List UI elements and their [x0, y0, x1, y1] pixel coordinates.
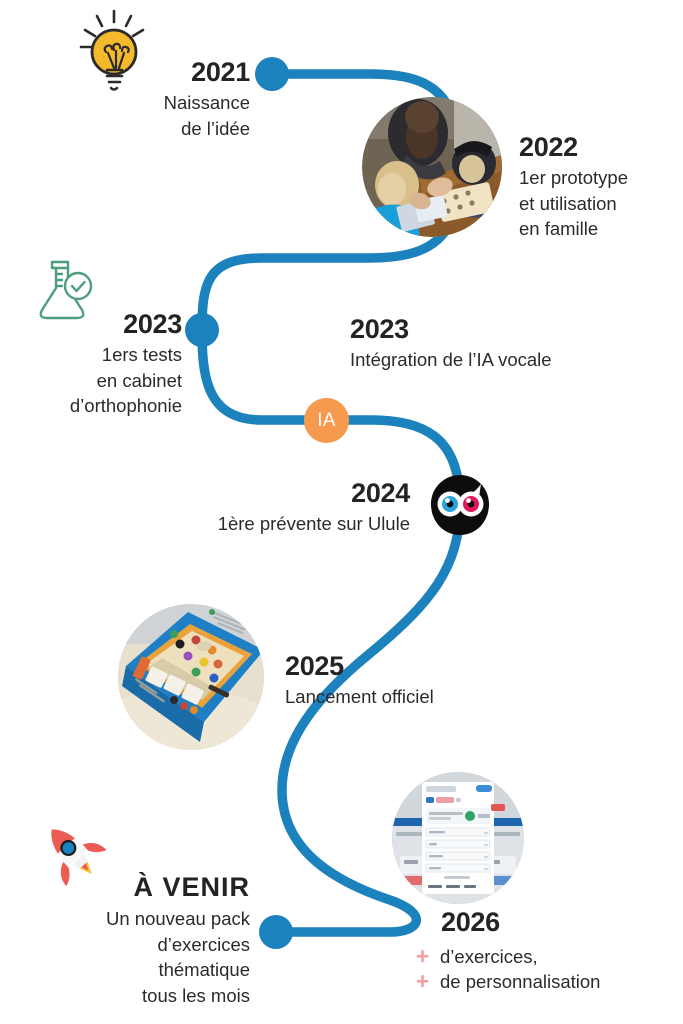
milestone-year: À VENIR: [133, 872, 250, 902]
ia-badge: IA: [304, 398, 349, 443]
milestone-year: 2021: [191, 57, 250, 87]
milestone-2021: 2021 Naissance de l’idée: [20, 57, 251, 141]
milestone-2026-bullets: + d’exercices, + de personnalisation: [414, 945, 601, 995]
milestone-2026: 2026: [441, 907, 681, 937]
photo-app-screenshot: [392, 772, 524, 904]
timeline-dot-2023: [185, 313, 219, 347]
milestone-year: 2023: [350, 314, 409, 344]
list-item: + d’exercices,: [414, 945, 600, 968]
milestone-description: 1ers tests en cabinet d’orthophonie: [69, 344, 182, 417]
milestone-a-venir: À VENIR Un nouveau pack d’exercices thém…: [0, 873, 250, 1008]
plus-icon: +: [415, 968, 430, 994]
bullet-text: de personnalisation: [440, 970, 601, 992]
timeline-dot-a-venir: [259, 915, 293, 949]
milestone-2023-tests: 2023 1ers tests en cabinet d’orthophonie: [0, 310, 182, 419]
milestone-description: Naissance de l’idée: [163, 92, 250, 139]
timeline-dot-2021: [255, 57, 289, 91]
ia-badge-label: IA: [317, 409, 336, 431]
plus-icon: +: [415, 943, 430, 969]
milestone-description: Lancement officiel: [285, 686, 434, 708]
milestone-2023-ia: 2023 Intégration de l’IA vocale: [350, 315, 670, 373]
milestone-year: 2022: [519, 132, 578, 162]
milestone-description: 1er prototype et utilisation en famille: [519, 167, 629, 240]
milestone-year: 2023: [123, 309, 182, 339]
milestone-2025: 2025 Lancement officiel: [285, 652, 565, 710]
photo-game-box: [118, 604, 264, 750]
milestone-year: 2026: [441, 907, 500, 937]
bullet-text: d’exercices,: [440, 945, 538, 967]
rocket-icon: [36, 816, 107, 887]
milestone-2024: 2024 1ère prévente sur Ulule: [110, 478, 411, 537]
milestone-year: 2024: [351, 478, 410, 508]
milestone-description: Un nouveau pack d’exercices thématique t…: [106, 908, 250, 1006]
milestone-description: Intégration de l’IA vocale: [350, 349, 552, 371]
milestone-year: 2025: [285, 651, 344, 681]
ulule-owl-logo: [429, 474, 491, 536]
photo-family: [362, 97, 502, 237]
flask-check-icon: [34, 256, 96, 328]
milestone-2022: 2022 1er prototype et utilisation en fam…: [519, 133, 683, 242]
milestone-description: 1ère prévente sur Ulule: [217, 513, 410, 535]
lightbulb-icon: [78, 6, 152, 94]
list-item: + de personnalisation: [414, 968, 601, 994]
